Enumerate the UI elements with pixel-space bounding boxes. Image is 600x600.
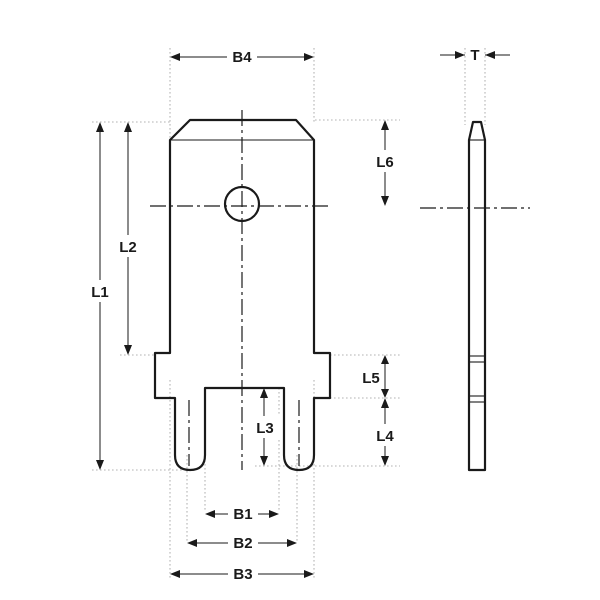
label-l6: L6 xyxy=(376,154,394,171)
label-l5: L5 xyxy=(362,370,380,387)
dimensions xyxy=(84,46,510,584)
label-l3: L3 xyxy=(256,420,274,437)
front-view xyxy=(150,110,332,472)
side-view xyxy=(420,120,530,472)
label-b4: B4 xyxy=(232,49,252,66)
terminal-outline xyxy=(153,118,332,472)
side-profile xyxy=(467,120,487,472)
label-b1: B1 xyxy=(233,506,252,523)
label-b3: B3 xyxy=(233,566,252,583)
label-l1: L1 xyxy=(91,284,109,301)
dimension-labels: B4 T L6 L2 L1 L5 L4 L3 B1 B2 B3 xyxy=(91,47,479,583)
extension-lines xyxy=(92,48,486,580)
label-b2: B2 xyxy=(233,535,252,552)
label-l2: L2 xyxy=(119,239,137,256)
label-t: T xyxy=(470,47,479,64)
label-l4: L4 xyxy=(376,428,394,445)
